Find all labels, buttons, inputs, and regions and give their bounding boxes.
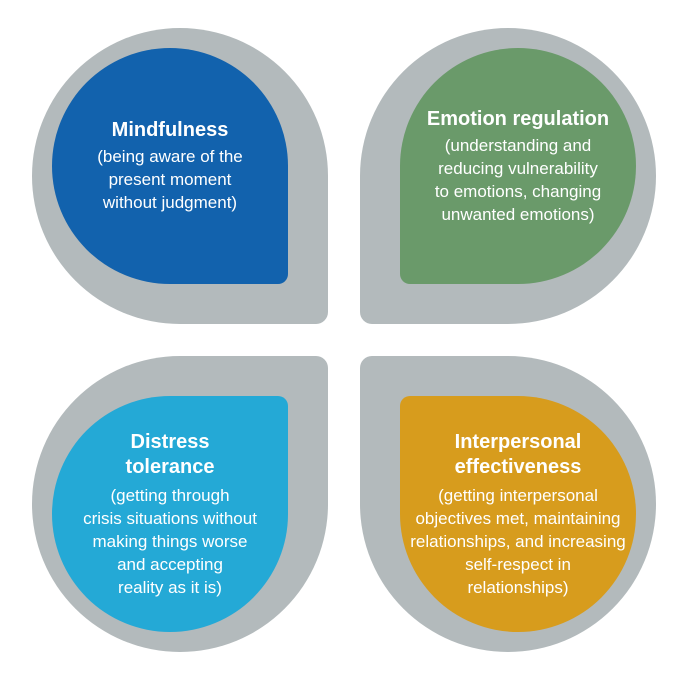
- emotion-regulation-petal: Emotion regulation (understanding and re…: [400, 48, 636, 284]
- distress-tolerance-petal: Distress tolerance (getting through cris…: [52, 396, 288, 632]
- mindfulness-petal: Mindfulness (being aware of the present …: [52, 48, 288, 284]
- interpersonal-effectiveness-title: Interpersonal effectiveness: [454, 430, 582, 478]
- distress-tolerance-description: (getting through crisis situations witho…: [83, 485, 257, 597]
- interpersonal-effectiveness-petal: Interpersonal effectiveness (getting int…: [400, 396, 636, 632]
- mindfulness-title: Mindfulness: [111, 119, 229, 141]
- emotion-regulation-title: Emotion regulation: [426, 107, 610, 130]
- emotion-regulation-description: (understanding and reducing vulnerabilit…: [434, 135, 602, 224]
- distress-tolerance-title: Distress tolerance: [125, 430, 215, 478]
- interpersonal-effectiveness-description: (getting interpersonal objectives met, m…: [410, 485, 626, 597]
- mindfulness-description: (being aware of the present moment witho…: [97, 147, 243, 212]
